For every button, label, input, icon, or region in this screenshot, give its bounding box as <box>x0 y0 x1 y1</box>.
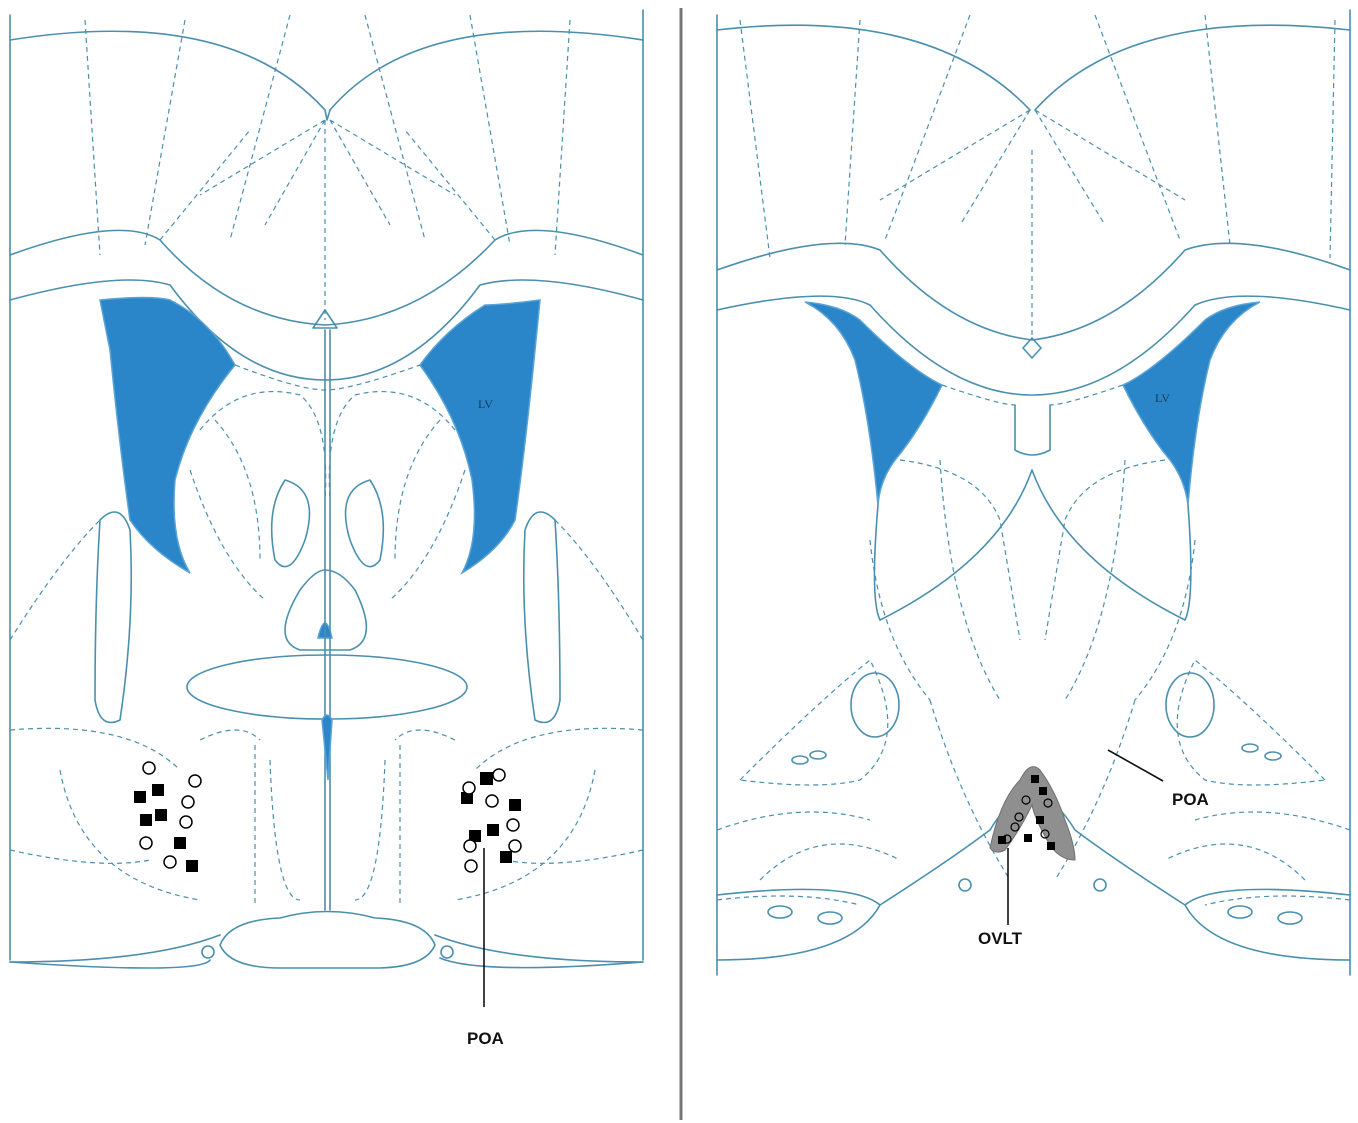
filled-marker <box>1031 775 1039 783</box>
open-marker <box>509 840 521 852</box>
right-lateral-ventricle-left <box>805 302 942 505</box>
open-marker <box>180 816 192 828</box>
left-poa-label: POA <box>467 1029 504 1048</box>
right-poa-leader-line <box>1108 750 1163 781</box>
right-poa-label: POA <box>1172 790 1209 809</box>
filled-marker <box>152 784 164 796</box>
right-section-outline <box>717 10 1350 975</box>
right-lv-label: LV <box>1155 391 1170 405</box>
right-corpus-callosum <box>717 243 1350 395</box>
right-nucleus-left <box>851 673 899 737</box>
open-marker <box>465 860 477 872</box>
right-cortex-dashes <box>740 15 1335 340</box>
left-striatum-right <box>524 512 560 723</box>
left-cortex-left-hemisphere <box>10 31 325 110</box>
filled-marker <box>174 837 186 849</box>
left-anterior-commissure <box>187 655 467 719</box>
left-fornix-right <box>346 480 384 567</box>
open-marker <box>464 840 476 852</box>
open-marker <box>182 796 194 808</box>
right-ovlt-label: OVLT <box>978 929 1023 948</box>
left-cortex-dashes <box>85 15 570 320</box>
filled-marker <box>500 851 512 863</box>
left-lateral-ventricle-right <box>420 300 540 573</box>
left-septal-dashes <box>190 365 465 600</box>
filled-marker <box>487 824 499 836</box>
right-lateral-ventricle-right <box>1123 302 1260 505</box>
open-marker <box>493 769 505 781</box>
left-fornix-left <box>272 480 310 567</box>
left-midline <box>325 330 330 910</box>
filled-marker <box>155 809 167 821</box>
filled-marker <box>140 814 152 826</box>
filled-marker <box>1047 842 1055 850</box>
filled-marker <box>186 860 198 872</box>
filled-marker <box>1036 816 1044 824</box>
right-nucleus-right <box>1166 673 1214 737</box>
left-ventral-dashes <box>10 520 643 905</box>
open-marker <box>463 782 475 794</box>
filled-marker <box>134 791 146 803</box>
left-cortex-right-hemisphere <box>330 31 643 110</box>
right-basal-surface <box>717 795 1350 960</box>
right-fornix-stem <box>1015 405 1050 455</box>
right-septal-dashes <box>870 385 1195 700</box>
open-marker <box>507 819 519 831</box>
filled-marker <box>1024 834 1032 842</box>
right-cortex-right-hemisphere <box>1035 25 1350 110</box>
open-marker <box>164 856 176 868</box>
right-cortex-left-hemisphere <box>717 25 1030 110</box>
open-marker <box>143 762 155 774</box>
left-striatum-left <box>95 512 131 723</box>
filled-marker <box>1039 787 1047 795</box>
left-optic-chiasm <box>220 912 435 969</box>
right-midline-tract <box>874 470 1190 620</box>
left-section-panel: LV <box>10 10 643 1048</box>
filled-marker <box>480 772 493 785</box>
left-lv-label: LV <box>478 397 493 411</box>
right-section-panel: LV <box>717 10 1350 975</box>
left-section-outline <box>10 10 643 968</box>
open-marker <box>486 795 498 807</box>
open-marker <box>140 837 152 849</box>
filled-marker <box>509 799 521 811</box>
open-marker <box>189 775 201 787</box>
